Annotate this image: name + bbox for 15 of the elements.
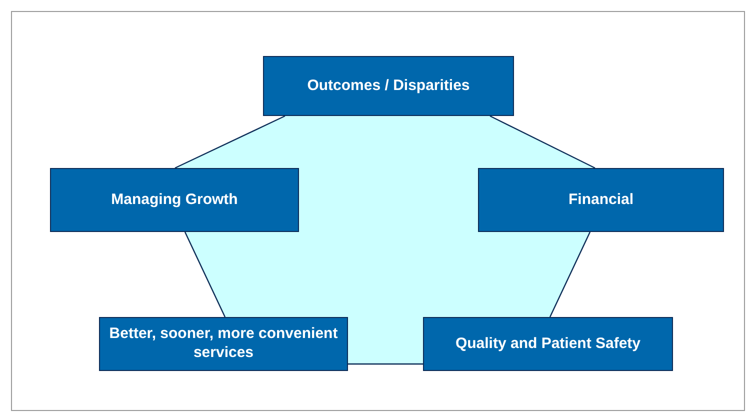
box-label: Better, sooner, more convenient services xyxy=(108,325,339,363)
box-label: Financial xyxy=(568,190,634,210)
process-box xyxy=(99,317,348,371)
connector-line xyxy=(549,232,591,318)
connector-line xyxy=(174,115,286,169)
connector-line xyxy=(348,363,423,365)
connector-line xyxy=(184,232,226,318)
process-box xyxy=(263,56,514,116)
process-box xyxy=(478,168,724,232)
connector-line xyxy=(490,115,596,169)
box-label: Quality and Patient Safety xyxy=(455,334,641,354)
box-label: Managing Growth xyxy=(111,190,238,210)
box-label: Outcomes / Disparities xyxy=(307,76,470,96)
process-box xyxy=(423,317,673,371)
process-box xyxy=(50,168,299,232)
